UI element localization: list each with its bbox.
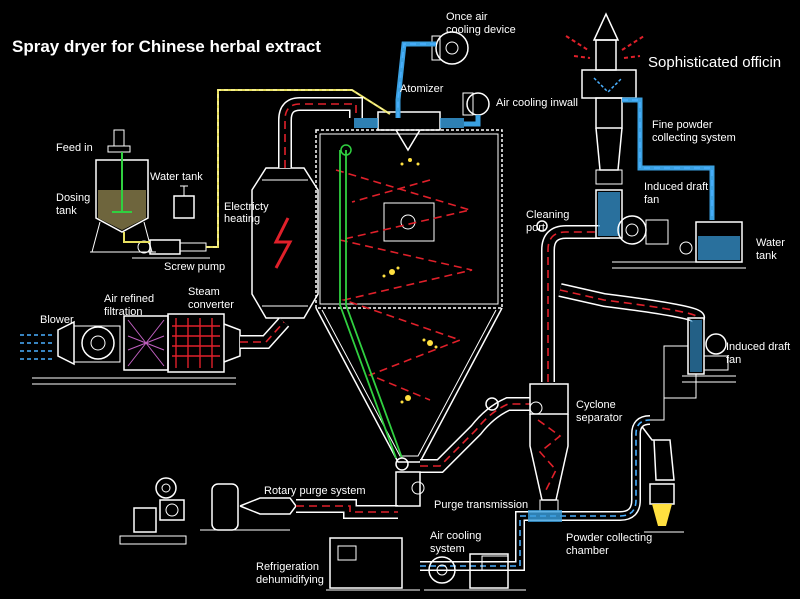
electricity-heating — [251, 167, 319, 319]
label-air-cooling-inwall: Air cooling inwall — [496, 97, 578, 109]
label-elec-heating-1: Electricty — [224, 201, 269, 213]
air-cooling-system — [424, 553, 526, 591]
air-cooling-inwall-fan — [462, 92, 490, 127]
label-cyclone-2: separator — [576, 412, 623, 424]
water-tank-right — [679, 221, 746, 269]
label-fan-top-2: fan — [644, 194, 659, 206]
label-water-right-2: tank — [756, 250, 777, 262]
refrigeration-dehumidifying-unit — [326, 537, 420, 591]
label-air-refined-1: Air refined — [104, 293, 154, 305]
cyclone-separator — [485, 383, 569, 515]
label-blower: Blower — [40, 314, 74, 326]
label-powder-chamber-1: Powder collecting — [566, 532, 652, 544]
label-rotary-purge: Rotary purge system — [264, 485, 365, 497]
rotary-purge-system — [119, 457, 425, 545]
label-steam-1: Steam — [188, 286, 220, 298]
label-water-tank-left: Water tank — [150, 171, 203, 183]
label-fan-top-1: Induced draft — [644, 181, 708, 193]
label-screw-pump: Screw pump — [164, 261, 225, 273]
label-fan-mid-2: fan — [726, 354, 741, 366]
label-feed-in: Feed in — [56, 142, 93, 154]
label-cyclone-1: Cyclone — [576, 399, 616, 411]
blower — [20, 320, 236, 385]
once-air-cooling-device — [395, 31, 469, 118]
steam-converter — [167, 313, 241, 373]
label-air-cooling-sys-2: system — [430, 543, 465, 555]
label-cleaning-2: port — [526, 222, 545, 234]
label-fine-powder-2: collecting system — [652, 132, 736, 144]
air-refined-filtration — [123, 315, 169, 371]
label-refrigeration-2: dehumidifying — [256, 574, 324, 586]
induced-draft-fan-top — [595, 189, 700, 269]
labels: Once air cooling device Atomizer Air coo… — [40, 11, 790, 586]
label-cleaning-1: Cleaning — [526, 209, 569, 221]
label-refrigeration-1: Refrigeration — [256, 561, 319, 573]
label-once-air-2: cooling device — [446, 24, 516, 36]
label-powder-chamber-2: chamber — [566, 545, 609, 557]
cold-air-duct — [420, 415, 651, 571]
label-fine-powder-1: Fine powder — [652, 119, 713, 131]
label-air-refined-2: filtration — [104, 306, 143, 318]
label-purge-transmission: Purge transmission — [434, 499, 528, 511]
label-fan-mid-1: Induced draft — [726, 341, 790, 353]
water-tank-small — [173, 185, 195, 219]
svg-text:Once air: Once air — [446, 11, 488, 23]
label-water-right-1: Water — [756, 237, 785, 249]
drying-tower — [315, 111, 503, 463]
label-steam-2: converter — [188, 299, 234, 311]
exhaust-stack — [565, 12, 645, 71]
label-elec-heating-2: heating — [224, 213, 260, 225]
label-atomizer: Atomizer — [400, 83, 444, 95]
dosing-tank — [90, 129, 156, 253]
hot-air-ducts — [240, 97, 363, 349]
label-dosing-2: tank — [56, 205, 77, 217]
fine-powder-collecting-system — [581, 69, 715, 220]
label-air-cooling-sys-1: Air cooling — [430, 530, 481, 542]
label-dosing-1: Dosing — [56, 192, 90, 204]
watermark-text: Sophisticated officin — [648, 54, 781, 71]
label-once-air-1: Once air — [446, 11, 488, 23]
diagram-title: Spray dryer for Chinese herbal extract — [12, 37, 321, 56]
svg-text:cooling device: cooling device — [446, 24, 516, 36]
outlet-ducts — [420, 220, 706, 473]
